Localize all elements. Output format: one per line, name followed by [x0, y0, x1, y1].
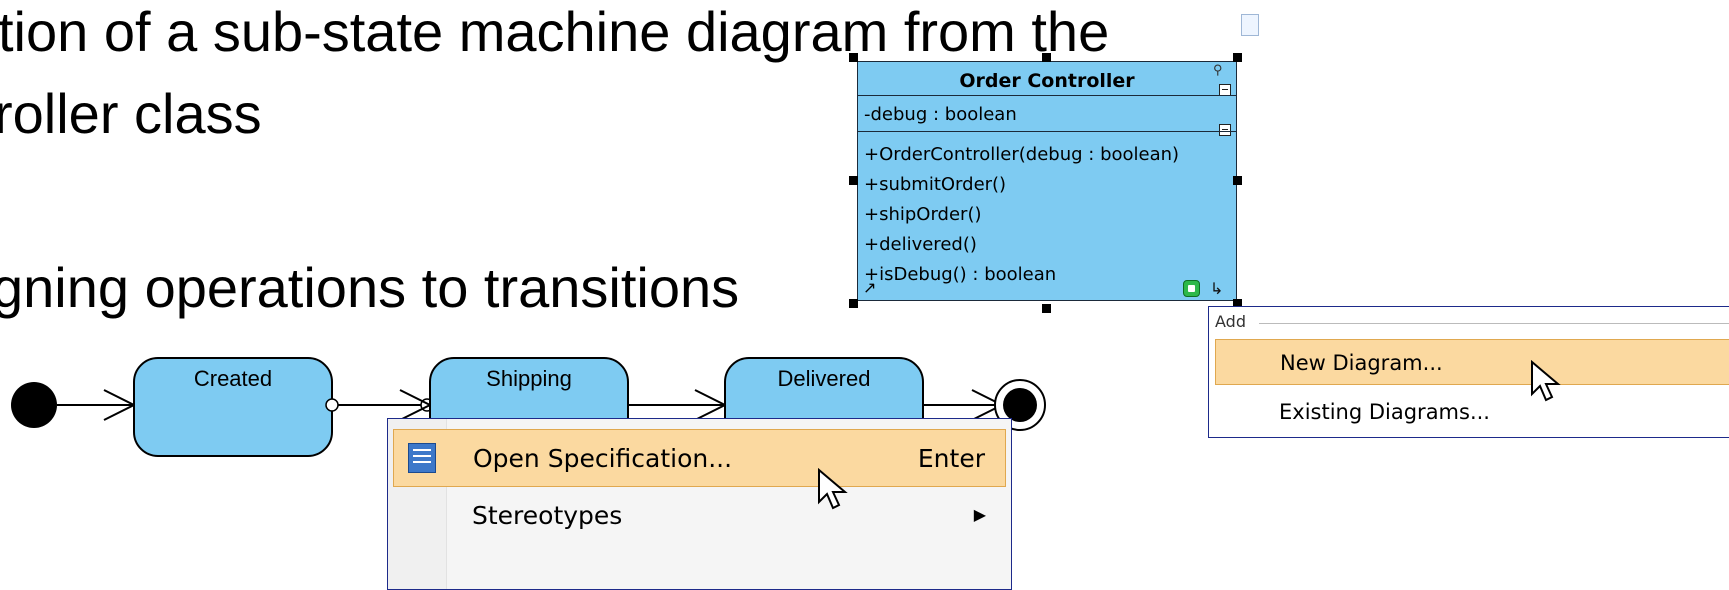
class-name: Order Controller [959, 70, 1135, 92]
add-submenu-panel: Add New Diagram... Existing Diagrams... [1208, 306, 1729, 438]
mouse-cursor-icon [818, 468, 848, 510]
menu-item-shortcut: Enter [917, 444, 985, 473]
menu-item-open-specification[interactable]: Open Specification... Enter [393, 429, 1006, 487]
operation-ship-order[interactable]: +shipOrder() [864, 204, 982, 225]
state-label-created: Created [193, 366, 273, 391]
attribute-separator [858, 95, 1236, 96]
slide-text-line-1: tion of a sub-state machine diagram from… [0, 0, 1110, 63]
resize-handle-bottom-right[interactable] [1233, 299, 1242, 308]
operation-submit-order[interactable]: +submitOrder() [864, 174, 1007, 195]
resize-handle-bottom-left[interactable] [849, 299, 858, 308]
connector-point-1 [325, 398, 339, 412]
menu-item-label: Existing Diagrams... [1279, 400, 1490, 424]
resize-handle-top-left[interactable] [849, 53, 858, 62]
slide-text-line-3: gning operations to transitions [0, 256, 740, 319]
add-header: Add [1215, 312, 1252, 331]
document-icon [1241, 14, 1259, 36]
menu-item-new-diagram[interactable]: New Diagram... [1215, 339, 1729, 385]
sub-diagram-icon[interactable]: ↳ [1210, 281, 1224, 298]
add-header-rule [1259, 323, 1729, 324]
initial-state[interactable] [11, 382, 57, 428]
mouse-cursor-icon [1531, 360, 1561, 402]
operation-is-debug[interactable]: +isDebug() : boolean [864, 264, 1057, 285]
collapse-operations-icon[interactable] [1219, 124, 1231, 136]
resize-handle-bottom[interactable] [1042, 304, 1051, 313]
specification-icon [408, 443, 436, 473]
slide-text-line-2: roller class [0, 82, 262, 145]
resource-catalog-icon[interactable] [1183, 280, 1200, 297]
resize-handle-top[interactable] [1042, 53, 1051, 62]
resize-handle-top-right[interactable] [1233, 53, 1242, 62]
submenu-arrow-icon: ▶ [973, 505, 986, 524]
corner-arrow-icon[interactable]: ↗ [863, 280, 877, 297]
operation-constructor[interactable]: +OrderController(debug : boolean) [864, 144, 1180, 165]
final-state-dot [1003, 388, 1037, 422]
magnifier-icon[interactable]: ⚲ [1213, 62, 1223, 77]
menu-item-stereotypes[interactable]: Stereotypes ▶ [393, 487, 1006, 545]
menu-item-existing-diagrams[interactable]: Existing Diagrams... [1215, 389, 1729, 435]
context-menu: Open Specification... Enter Stereotypes … [387, 418, 1012, 590]
menu-item-label: Open Specification... [473, 444, 733, 473]
resize-handle-left[interactable] [849, 176, 858, 185]
resize-handle-right[interactable] [1233, 176, 1242, 185]
state-label-delivered: Delivered [777, 366, 871, 391]
menu-item-label: Stereotypes [472, 501, 623, 530]
attribute-debug[interactable]: -debug : boolean [864, 104, 1017, 125]
class-order-controller[interactable]: Order Controller -debug : boolean +Order… [857, 61, 1237, 301]
operation-delivered[interactable]: +delivered() [864, 234, 977, 255]
menu-item-label: New Diagram... [1280, 351, 1443, 375]
state-label-shipping: Shipping [486, 366, 572, 391]
operation-separator [858, 131, 1236, 132]
